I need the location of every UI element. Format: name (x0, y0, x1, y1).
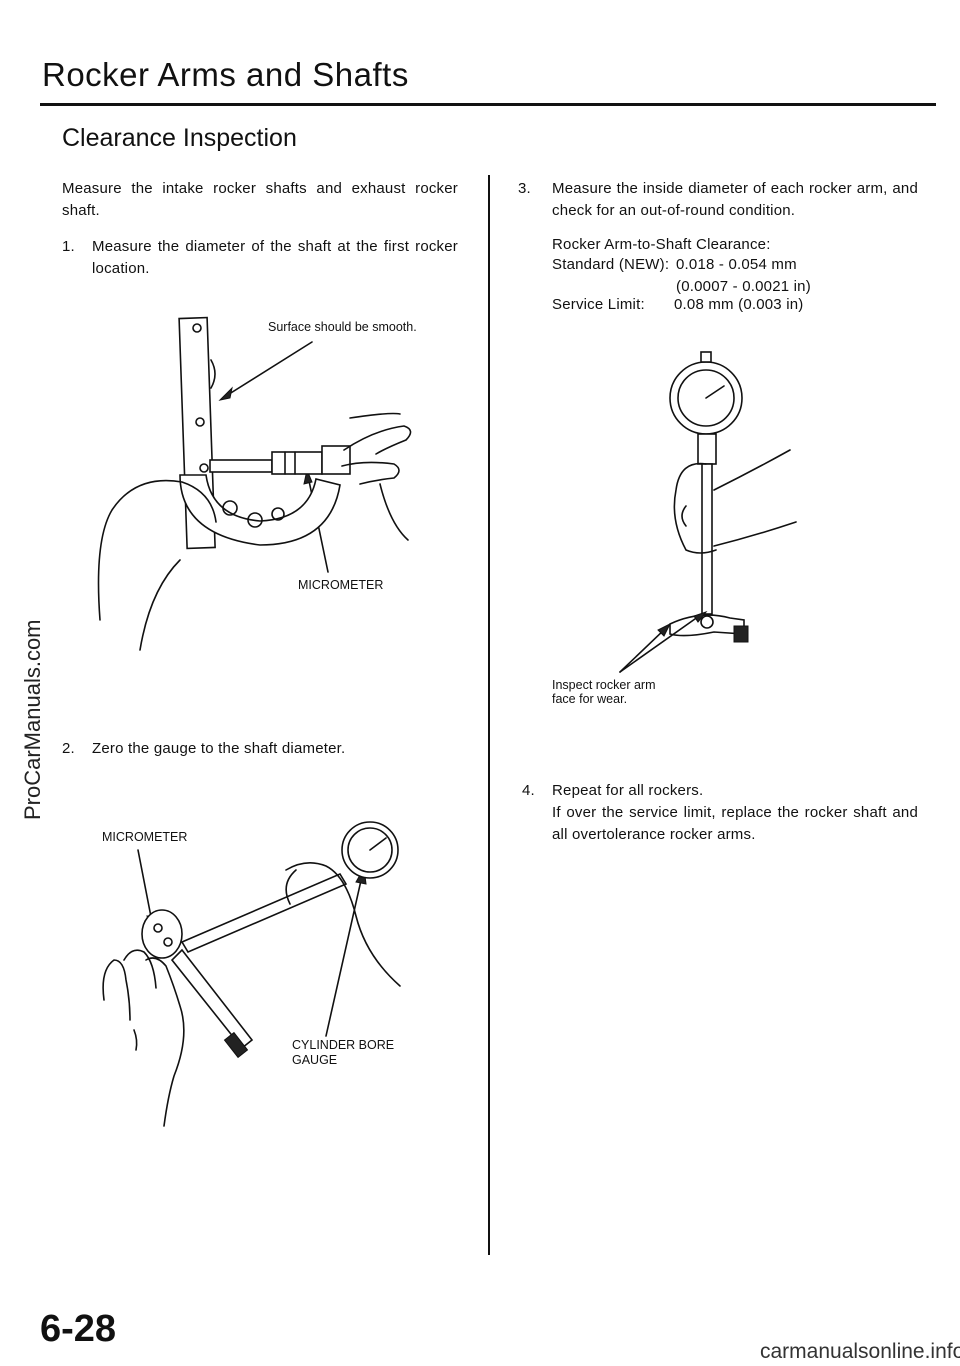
page-number: 6-28 (40, 1308, 117, 1350)
figure3-label: Inspect rocker arm face for wear. (552, 678, 656, 706)
leader-line-rocker (619, 613, 703, 673)
micrometer-head (141, 909, 183, 959)
figure2-bore-gauge-illustration (102, 821, 401, 1127)
micrometer-barrel (271, 451, 323, 475)
arrowhead-rocker (693, 610, 708, 623)
micrometer-spindle (209, 459, 273, 473)
intro-text: Measure the intake rocker shafts and exh… (62, 180, 458, 219)
figure1-label-surface: Surface should be smooth. (268, 320, 417, 334)
spec-standard-value-in: (0.0007 - 0.0021 in) (676, 278, 811, 295)
column-divider (488, 175, 490, 1255)
left-hand (97, 479, 217, 621)
figure2-label-gauge: CYLINDER BORE GAUGE (292, 1038, 394, 1068)
leader-line-gauge (325, 875, 363, 1037)
micrometer-thimble (321, 445, 351, 475)
side-watermark: ProCarManuals.com (20, 619, 45, 820)
gauge-rod (701, 463, 713, 615)
figure2-label-gauge-line2: GAUGE (292, 1053, 338, 1067)
step2-number: 2. (62, 740, 75, 757)
bore-gauge-rod (180, 872, 348, 954)
arrowhead-micrometer (303, 468, 313, 485)
figure2-label-micrometer: MICROMETER (102, 830, 188, 844)
spec-heading: Rocker Arm-to-Shaft Clearance: (552, 236, 771, 253)
title-rule (40, 103, 936, 106)
figure2-label-gauge-line1: CYLINDER BORE (292, 1038, 395, 1052)
rocker-arm (669, 614, 745, 637)
step4-text-2: If over the service limit, replace the r… (552, 804, 918, 843)
step3-number: 3. (518, 180, 531, 197)
spec-standard-label: Standard (NEW): (552, 256, 670, 273)
step1-text: Measure the diameter of the shaft at the… (92, 238, 458, 277)
figure3-label-line1: Inspect rocker arm (552, 678, 656, 692)
leader-line-surface (225, 341, 313, 397)
step2-text: Zero the gauge to the shaft diameter. (92, 740, 346, 757)
page-title: Rocker Arms and Shafts (42, 56, 409, 93)
step4-text-1: Repeat for all rockers. (552, 782, 704, 799)
dial-stem (697, 433, 717, 465)
figure3-label-line2: face for wear. (552, 692, 628, 706)
step3-text: Measure the inside diameter of each rock… (552, 180, 918, 219)
figure1-label-micrometer: MICROMETER (298, 578, 384, 592)
spec-standard-value: 0.018 - 0.054 mm (676, 256, 797, 273)
section-title: Clearance Inspection (62, 124, 297, 152)
bottom-watermark: carmanualsonline.info (760, 1340, 960, 1363)
figure3-rocker-arm-illustration (619, 351, 797, 673)
arrowhead-surface (218, 386, 233, 401)
leader-line-micrometer2 (137, 849, 153, 923)
spec-limit-value: 0.08 mm (0.003 in) (674, 296, 804, 313)
step1-number: 1. (62, 238, 75, 255)
spec-limit-label: Service Limit: (552, 296, 645, 313)
figure1-micrometer-illustration (97, 316, 412, 651)
hand (673, 462, 717, 554)
step4-number: 4. (522, 782, 535, 799)
left-hand2 (102, 959, 131, 1021)
